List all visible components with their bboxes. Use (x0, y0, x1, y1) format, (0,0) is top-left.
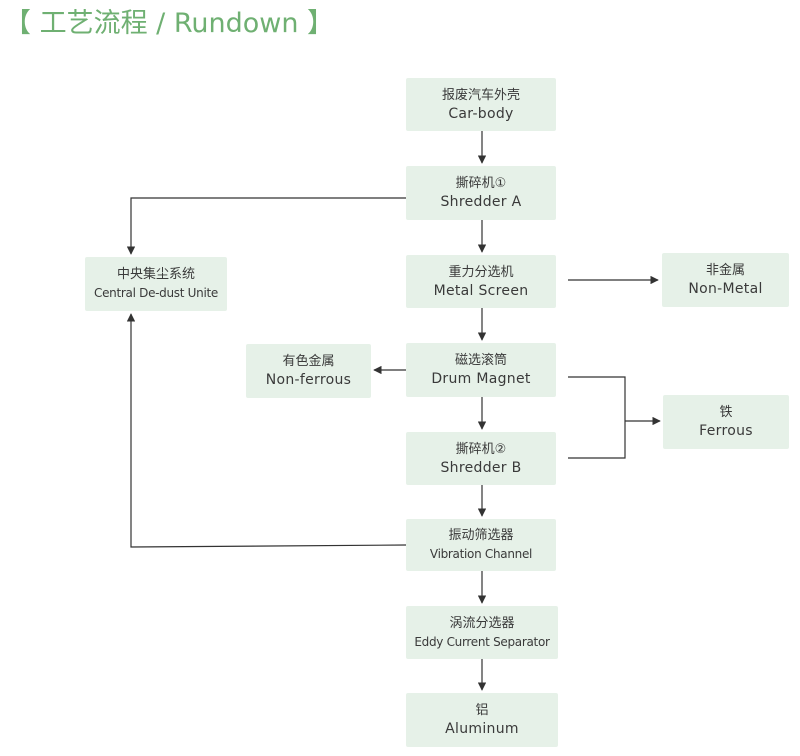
node-car-body: 报废汽车外壳 Car-body (406, 78, 556, 131)
node-aluminum-zh: 铝 (475, 703, 489, 718)
node-drum-magnet-en: Drum Magnet (431, 371, 531, 387)
node-shredder-a-en: Shredder A (440, 194, 522, 210)
node-car-body-zh: 报废汽车外壳 (441, 87, 520, 103)
node-eddy-current-zh: 涡流分选器 (449, 615, 515, 631)
node-non-ferrous-en: Non-ferrous (265, 372, 352, 388)
node-aluminum: 铝 Aluminum (406, 693, 558, 747)
node-vibration-channel-en: Vibration Channel (429, 547, 533, 561)
arrow-vibration-to-dedust (126, 313, 407, 548)
node-metal-screen: 重力分选机 Metal Screen (406, 255, 556, 308)
node-central-dedust-en: Central De-dust Unite (94, 286, 218, 300)
node-vibration-channel-zh: 振动筛选器 (448, 528, 514, 543)
node-non-metal-zh: 非金属 (705, 263, 745, 278)
connector-drum-magnet-to-ferrous (568, 376, 626, 459)
node-central-dedust: 中央集尘系统 Central De-dust Unite (85, 257, 227, 311)
node-drum-magnet: 磁选滚筒 Drum Magnet (406, 343, 556, 397)
node-shredder-b-zh: 撕碎机② (455, 441, 507, 457)
node-aluminum-en: Aluminum (445, 721, 519, 737)
node-non-metal-en: Non-Metal (688, 281, 763, 297)
node-shredder-b-en: Shredder B (440, 459, 522, 476)
node-non-metal: 非金属 Non-Metal (662, 253, 789, 307)
node-eddy-current-en: Eddy Current Separator (414, 634, 550, 649)
node-eddy-current: 涡流分选器 Eddy Current Separator (406, 606, 558, 659)
node-shredder-b: 撕碎机② Shredder B (406, 432, 556, 485)
node-shredder-a-zh: 撕碎机① (455, 176, 507, 191)
node-vibration-channel: 振动筛选器 Vibration Channel (406, 519, 556, 571)
node-drum-magnet-zh: 磁选滚筒 (454, 353, 507, 368)
node-ferrous: 铁 Ferrous (663, 395, 789, 449)
node-central-dedust-zh: 中央集尘系统 (116, 267, 195, 282)
node-shredder-a: 撕碎机① Shredder A (406, 166, 556, 220)
node-ferrous-zh: 铁 (719, 405, 733, 420)
node-ferrous-en: Ferrous (699, 423, 753, 439)
node-car-body-en: Car-body (448, 105, 514, 122)
node-non-ferrous: 有色金属 Non-ferrous (246, 344, 371, 398)
arrow-shredder-a-to-dedust (126, 197, 406, 255)
node-non-ferrous-zh: 有色金属 (282, 354, 335, 369)
node-metal-screen-zh: 重力分选机 (448, 264, 514, 280)
page-title: 【 工艺流程 / Rundown 】 (4, 8, 335, 39)
node-metal-screen-en: Metal Screen (433, 282, 529, 299)
